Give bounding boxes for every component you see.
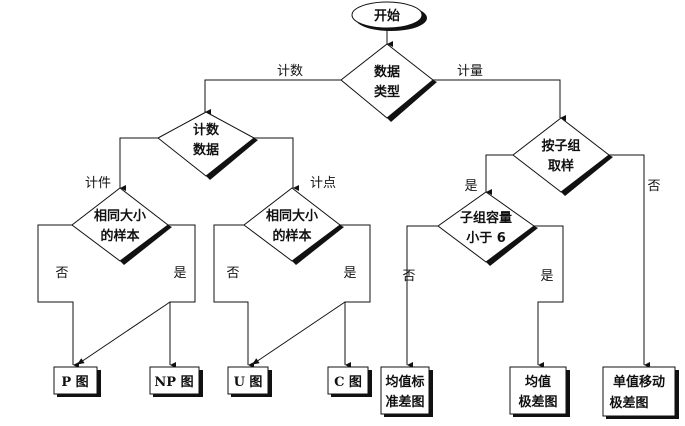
label-sampling-yes: 是 xyxy=(464,179,477,194)
label-sampling-no: 否 xyxy=(647,179,660,194)
label-right-no: 否 xyxy=(226,266,239,281)
decision-subgroup-size-line1: 子组容量 xyxy=(460,210,512,226)
label-size-yes: 是 xyxy=(540,269,553,284)
label-size-no: 否 xyxy=(402,269,415,284)
decision-count-data: 计数 数据 xyxy=(157,111,258,180)
decision-data-type-line1: 数据 xyxy=(374,64,400,80)
decision-subgroup-sampling: 按子组 取样 xyxy=(512,117,613,196)
result-p-chart: P 图 xyxy=(53,366,101,397)
edge-measure xyxy=(433,79,566,121)
result-np-chart: NP 图 xyxy=(149,366,203,397)
result-np-chart-label: NP 图 xyxy=(154,375,193,390)
label-left-no: 否 xyxy=(55,266,68,281)
result-c-chart-label: C 图 xyxy=(334,375,362,390)
decision-subgroup-size: 子组容量 小于 6 xyxy=(437,191,538,266)
decision-same-size-left-line2: 的样本 xyxy=(100,228,139,244)
decision-data-type: 数据 类型 xyxy=(340,43,437,122)
edge-labels: 计数 计量 计件 计点 否 是 否 是 是 否 否 是 xyxy=(55,64,660,284)
edge-left-yes-to-p xyxy=(77,301,171,365)
decision-same-size-right-line1: 相同大小 xyxy=(266,208,318,224)
decision-count-data-line2: 数据 xyxy=(193,142,219,158)
result-i-mr: 单值移动 极差图 xyxy=(602,366,679,419)
start-label: 开始 xyxy=(374,8,400,24)
result-xbar-s-line1: 均值标 xyxy=(385,374,424,390)
result-u-chart: U 图 xyxy=(227,366,272,397)
edge-sampling-yes xyxy=(485,154,513,195)
result-xbar-r-line2: 极差图 xyxy=(518,394,557,410)
edge-right-yes xyxy=(340,224,371,368)
label-left-yes: 是 xyxy=(173,266,186,281)
edge-size-no xyxy=(406,225,438,368)
edge-left-no xyxy=(37,224,79,368)
edge-by-point xyxy=(254,137,299,191)
edge-by-item xyxy=(119,137,158,191)
decision-subgroup-sampling-line2: 取样 xyxy=(548,158,574,174)
edge-size-yes xyxy=(534,225,564,368)
result-c-chart: C 图 xyxy=(327,366,372,397)
edge-sampling-no xyxy=(609,154,650,368)
result-xbar-s-line2: 准差图 xyxy=(385,394,424,410)
result-i-mr-line1: 单值移动 xyxy=(613,374,665,390)
label-measure: 计量 xyxy=(457,64,483,79)
edge-right-no xyxy=(213,224,254,368)
decision-data-type-line2: 类型 xyxy=(374,84,400,100)
start-node: 开始 xyxy=(351,1,427,31)
edge-right-yes-to-u xyxy=(252,301,346,365)
decision-same-size-right-line2: 的样本 xyxy=(272,228,311,244)
result-xbar-s: 均值标 准差图 xyxy=(380,366,433,417)
result-xbar-r: 均值 极差图 xyxy=(509,366,570,417)
decision-same-size-left-line1: 相同大小 xyxy=(94,208,146,224)
result-u-chart-label: U 图 xyxy=(234,375,263,390)
decision-same-size-left: 相同大小 的样本 xyxy=(71,187,172,265)
label-by-point: 计点 xyxy=(310,176,336,191)
edge-count xyxy=(204,79,341,115)
decision-subgroup-size-line2: 小于 6 xyxy=(466,231,506,246)
connectors xyxy=(37,30,650,368)
result-p-chart-label: P 图 xyxy=(61,375,88,390)
decision-same-size-right: 相同大小 的样本 xyxy=(243,187,344,265)
result-xbar-r-line1: 均值 xyxy=(525,374,551,390)
label-right-yes: 是 xyxy=(343,266,356,281)
edge-left-yes xyxy=(168,224,196,368)
label-count: 计数 xyxy=(277,64,303,79)
decision-count-data-line1: 计数 xyxy=(193,122,220,138)
label-by-item: 计件 xyxy=(85,176,111,191)
decision-subgroup-sampling-line1: 按子组 xyxy=(541,138,580,154)
result-i-mr-line2: 极差图 xyxy=(609,395,648,411)
